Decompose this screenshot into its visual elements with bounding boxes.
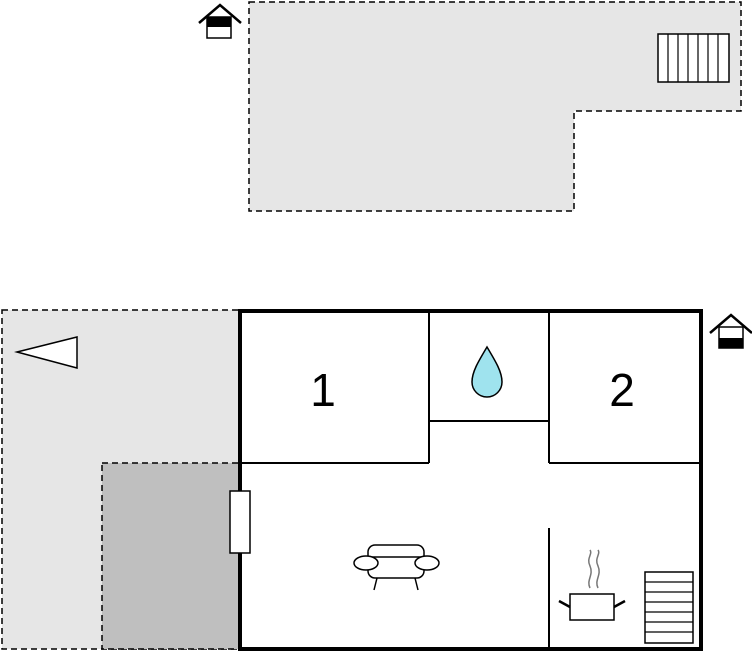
interior-walls <box>240 311 701 649</box>
upper-terrace <box>248 1 742 212</box>
sofa-icon <box>353 544 440 591</box>
house-entrance-icon-right <box>709 313 752 349</box>
cooking-pot-icon <box>558 549 626 621</box>
water-drop-icon <box>471 345 503 398</box>
house-entrance-icon <box>198 3 242 39</box>
covered-terrace <box>101 462 241 650</box>
stairs-icon <box>657 33 730 83</box>
house-outline <box>238 309 703 651</box>
room-label-1: 1 <box>310 364 336 416</box>
triangle-pointer-icon <box>14 336 78 369</box>
room-label-2: 2 <box>609 364 635 416</box>
kitchen-stairs-icon <box>644 571 694 644</box>
door-icon <box>229 490 251 554</box>
